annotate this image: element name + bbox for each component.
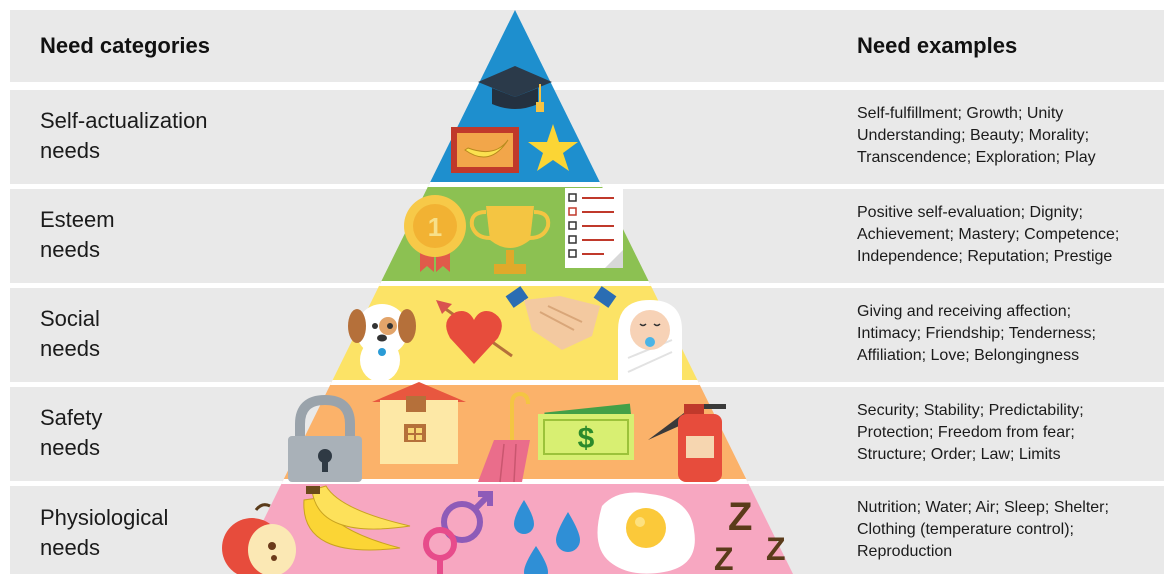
header-need-examples: Need examples [857,33,1018,58]
zzz-letter: Z [766,531,786,567]
tier-divider [237,182,793,187]
fried-egg-icon [597,492,695,574]
money-icon: $ [538,403,634,460]
handshake-icon [505,286,617,350]
graduation-cap-icon [478,66,552,112]
header-need-categories: Need categories [40,33,210,58]
apple-icon [222,503,296,574]
zzz-letter: Z [714,541,734,574]
umbrella-icon [478,391,530,483]
zzz-letter: Z [728,495,752,539]
heart-arrow-icon [436,300,513,364]
examples-social: Giving and receiving affection; Intimacy… [857,303,1096,364]
tier-divider [237,281,793,286]
fire-extinguisher-icon [648,404,726,482]
house-icon [372,382,466,464]
category-safety: Safety needs [40,405,103,460]
header-band [10,10,1164,82]
category-physiological: Physiological needs [40,505,169,560]
examples-esteem: Positive self-evaluation; Dignity; Achie… [857,204,1120,265]
padlock-icon [288,394,362,482]
medal-icon: 1 [404,195,466,272]
tier-divider [237,380,793,385]
checklist-icon [565,188,623,268]
category-self-actualization: Self-actualization needs [40,108,208,163]
bananas-icon [303,485,411,551]
sleep-zzz-icon: Z Z Z [714,495,786,574]
examples-physiological: Nutrition; Water; Air; Sleep; Shelter; C… [857,499,1109,560]
water-drops-icon [514,500,580,574]
gender-symbols-icon [423,491,493,574]
baby-icon [618,300,682,384]
trophy-icon [469,206,551,274]
category-esteem: Esteem needs [40,207,115,262]
examples-safety: Security; Stability; Predictability; Pro… [857,402,1084,463]
tier-divider [237,479,793,484]
banana-picture-icon [451,127,519,173]
puppy-icon [348,304,416,382]
money-symbol: $ [578,422,595,455]
examples-self-actualization: Self-fulfillment; Growth; Unity Understa… [857,105,1096,166]
star-icon [528,124,578,171]
medal-number: 1 [428,212,442,242]
category-social: Social needs [40,306,100,361]
